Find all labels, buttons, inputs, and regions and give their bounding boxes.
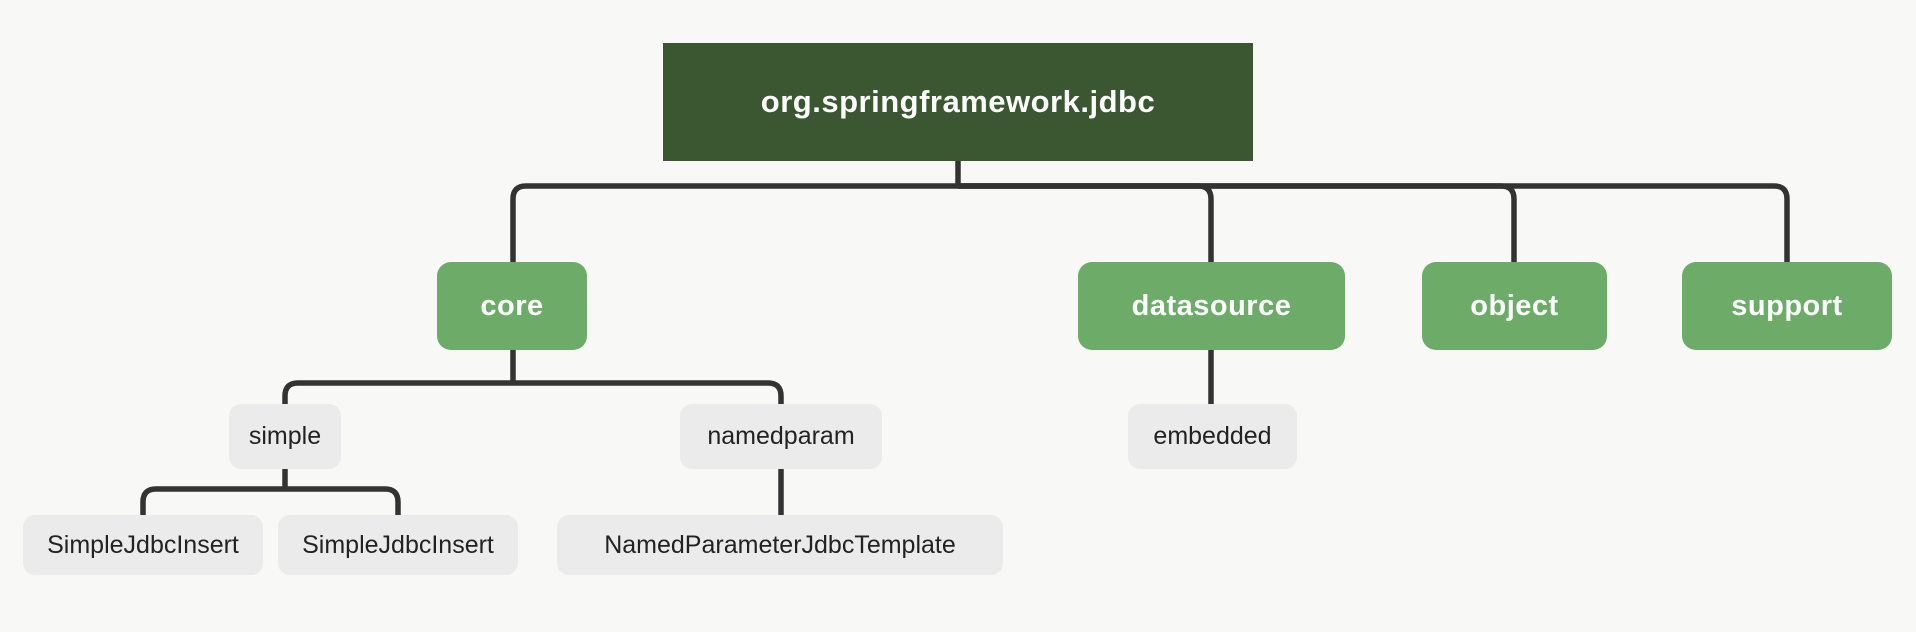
node-object: object [1422, 262, 1607, 350]
node-support: support [1682, 262, 1892, 350]
node-namedparam: namedparam [680, 404, 882, 469]
node-core: core [437, 262, 587, 350]
node-embedded: embedded [1128, 404, 1297, 469]
node-datasource: datasource [1078, 262, 1345, 350]
node-org-springframework-jdbc: org.springframework.jdbc [663, 43, 1253, 161]
node-namedparameterjdbctemplate: NamedParameterJdbcTemplate [557, 515, 1003, 575]
node-simple: simple [229, 404, 341, 469]
node-simplejdbcinsert-2: SimpleJdbcInsert [278, 515, 518, 575]
node-simplejdbcinsert-1: SimpleJdbcInsert [23, 515, 263, 575]
